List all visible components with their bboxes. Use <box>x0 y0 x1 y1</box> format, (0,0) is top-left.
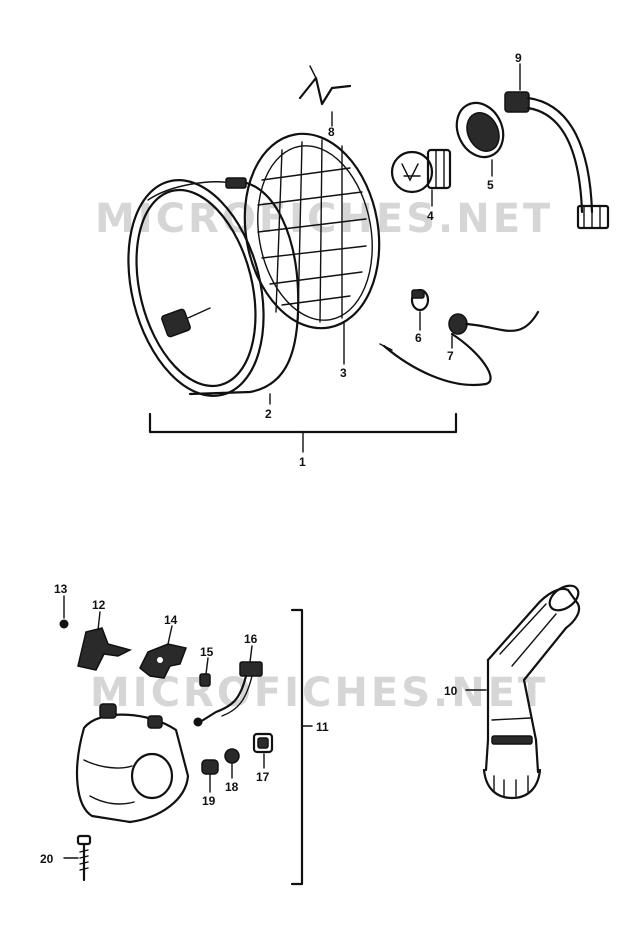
part-switch-housing <box>75 703 190 824</box>
callout-17: 17 <box>256 770 270 784</box>
part-contact-strip <box>193 661 263 727</box>
callout-15: 15 <box>200 645 214 659</box>
part-position-bulb <box>410 288 430 312</box>
part-spring-clip <box>298 65 352 106</box>
part-bracket-plate <box>139 643 188 679</box>
callout-2: 2 <box>265 407 272 421</box>
bracket-11 <box>290 608 313 886</box>
part-headlight-bulb <box>390 148 452 194</box>
part-wiring-harness <box>504 91 610 230</box>
callout-14: 14 <box>164 613 178 627</box>
part-roller <box>201 759 219 775</box>
part-ball <box>224 748 240 764</box>
callout-10: 10 <box>444 684 458 698</box>
watermark-top: MICROFICHES.NET <box>95 196 553 242</box>
part-screw-15 <box>199 673 211 687</box>
callout-19: 19 <box>202 794 216 808</box>
callout-8: 8 <box>328 125 335 139</box>
callout-9: 9 <box>515 51 522 65</box>
callout-13: 13 <box>54 582 68 596</box>
part-headlight-rim <box>127 177 300 397</box>
part-switch-lever <box>77 627 133 671</box>
callout-11: 11 <box>316 720 329 734</box>
callout-7: 7 <box>447 349 454 363</box>
callout-6: 6 <box>415 331 422 345</box>
part-rubber-boot <box>482 584 581 800</box>
part-small-screw <box>59 619 69 629</box>
callout-16: 16 <box>244 632 258 646</box>
callout-18: 18 <box>225 780 239 794</box>
callout-1: 1 <box>299 455 306 469</box>
callout-20: 20 <box>40 852 54 866</box>
callout-3: 3 <box>340 366 347 380</box>
part-long-screw <box>76 834 92 882</box>
watermark-bottom: MICROFICHES.NET <box>90 670 548 716</box>
leader-lines-bottom <box>63 595 487 859</box>
part-switch-knob <box>252 732 274 754</box>
callout-5: 5 <box>487 178 494 192</box>
callout-12: 12 <box>92 598 106 612</box>
leader-lines-top <box>148 63 521 453</box>
part-dust-cover <box>455 101 505 159</box>
callout-4: 4 <box>427 209 434 223</box>
part-position-socket <box>379 310 540 387</box>
